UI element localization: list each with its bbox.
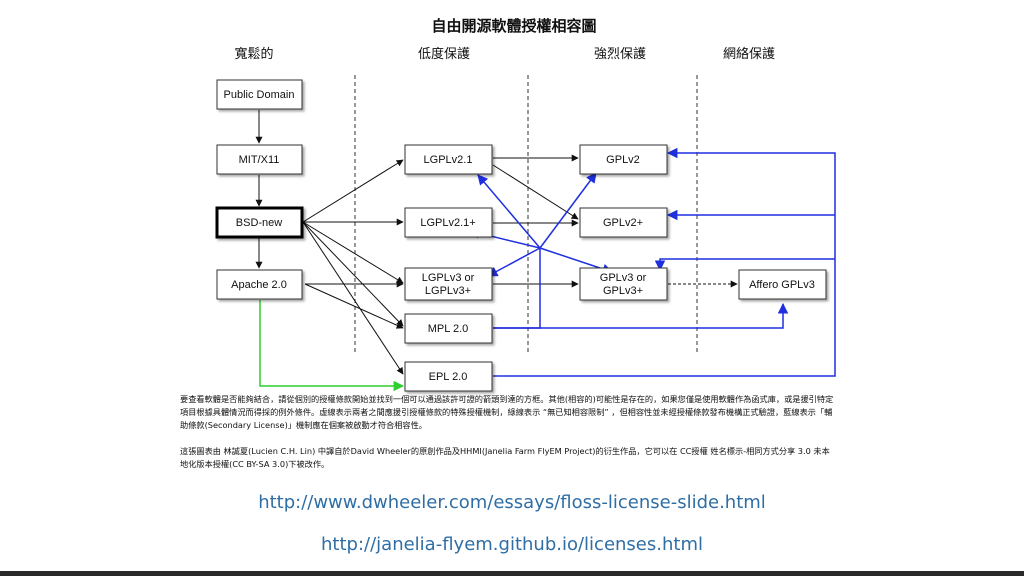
column-header-strong-protection: 強烈保護 (594, 46, 646, 62)
svg-text:Affero GPLv3: Affero GPLv3 (749, 279, 815, 291)
column-header-network-protection: 網絡保護 (723, 46, 775, 62)
arrow-blue-epl-gpl2 (493, 147, 836, 377)
svg-text:EPL 2.0: EPL 2.0 (429, 371, 468, 383)
column-header-permissive: 寬鬆的 (234, 46, 273, 62)
arrow-bsd-mpl (302, 221, 404, 327)
arrow-blue-to-lgpl3 (487, 247, 541, 277)
node-mpl: MPL 2.0 (404, 313, 493, 344)
svg-text:LGPLv3 or: LGPLv3 or (422, 272, 475, 284)
node-gpl2plus: GPLv2+ (579, 207, 668, 238)
arrow-blue-to-gpl2 (539, 172, 597, 249)
node-lgpl21plus: LGPLv2.1+ (404, 207, 493, 238)
node-apache: Apache 2.0 (216, 269, 303, 300)
svg-text:Apache 2.0: Apache 2.0 (231, 279, 287, 291)
bottom-bar (0, 571, 1024, 576)
explanation-note: 要查看軟體是否能夠結合，請從個別的授權條款開始並找到一個可以通過該許可證的箭頭到… (180, 394, 834, 430)
column-header-weak-protection: 低度保護 (418, 46, 470, 62)
arrow-apache-epl-green (259, 300, 405, 392)
dwheeler-link[interactable]: http://www.dwheeler.com/essays/floss-lic… (258, 492, 766, 513)
svg-text:MIT/X11: MIT/X11 (239, 154, 280, 166)
diagram-title: 自由開源軟體授權相容圖 (431, 17, 596, 35)
svg-text:LGPLv2.1+: LGPLv2.1+ (420, 217, 475, 229)
arrow-lgpl21-gpl2plus (492, 164, 579, 220)
svg-text:Public Domain: Public Domain (224, 89, 295, 101)
arrow-bsd-lgpl21 (302, 159, 404, 223)
node-mit: MIT/X11 (216, 144, 303, 175)
svg-text:LGPLv3+: LGPLv3+ (425, 285, 471, 297)
arrow-blue-epl-gpl3 (654, 258, 835, 272)
node-bsd-new: BSD-new (215, 206, 304, 239)
arrow-blue-to-lgpl21 (477, 174, 541, 249)
svg-text:GPLv3+: GPLv3+ (603, 285, 643, 297)
janelia-link[interactable]: http://janelia-flyem.github.io/licenses.… (321, 534, 703, 555)
svg-text:GPLv3 or: GPLv3 or (600, 272, 647, 284)
svg-text:LGPLv2.1: LGPLv2.1 (424, 154, 473, 166)
node-public-domain: Public Domain (216, 79, 303, 110)
node-gpl3: GPLv3 or GPLv3+ (579, 267, 668, 301)
node-gpl2: GPLv2 (579, 144, 668, 175)
node-lgpl21: LGPLv2.1 (404, 144, 493, 175)
svg-text:BSD-new: BSD-new (236, 217, 283, 229)
arrow-apache-mpl (304, 283, 404, 329)
arrow-bsd-epl (302, 221, 404, 375)
node-epl: EPL 2.0 (404, 361, 493, 392)
node-affero-gplv3: Affero GPLv3 (738, 269, 827, 300)
svg-text:GPLv2: GPLv2 (606, 154, 640, 166)
attribution-note: 這張圖表由 林誠夏(Lucien C.H. Lin) 中譯自於David Whe… (180, 446, 830, 469)
svg-text:GPLv2+: GPLv2+ (603, 217, 643, 229)
svg-text:MPL 2.0: MPL 2.0 (428, 323, 469, 335)
node-lgpl3: LGPLv3 or LGPLv3+ (404, 267, 493, 301)
arrow-bsd-lgpl3 (302, 221, 404, 284)
arrow-blue-mpl-agpl (493, 302, 789, 329)
